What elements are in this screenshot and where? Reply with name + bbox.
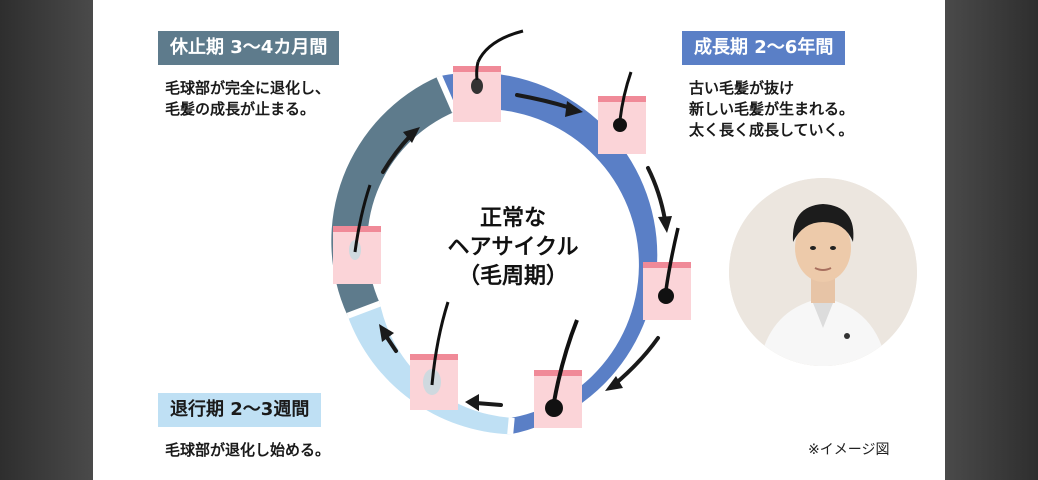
follicle-1 [453, 29, 524, 122]
follicle-6 [333, 184, 381, 284]
resting-phase-label: 休止期 3〜4カ月間 [158, 31, 340, 65]
left-dark-border [0, 0, 93, 480]
arrow-2 [646, 166, 667, 222]
center-title: 正常な ヘアサイクル （毛周期） [447, 206, 579, 289]
growth-phase-desc: 古い毛髪が抜け 新しい毛髪が生まれる。 太く長く成長していく。 [689, 79, 855, 139]
growth-ring-segment [439, 72, 658, 435]
hair-cycle-ring [331, 29, 691, 435]
follicle-4 [534, 319, 582, 428]
presenter-photo [729, 178, 917, 366]
growth-phase-label: 成長期 2〜6年間 [682, 31, 846, 65]
follicle-3 [643, 227, 691, 320]
resting-phase-desc: 毛球部が完全に退化し、 毛髪の成長が止まる。 [165, 79, 331, 118]
arrow-5 [384, 334, 398, 353]
arrow-4 [474, 401, 503, 407]
follicle-5 [410, 301, 458, 410]
right-dark-border [945, 0, 1038, 480]
regression-phase-desc: 毛球部が退化し始める。 [165, 441, 331, 459]
slide-panel: 休止期 3〜4カ月間 毛球部が完全に退化し、 毛髪の成長が止まる。 成長期 2〜… [93, 0, 945, 480]
arrow-3 [613, 336, 660, 386]
follicle-2 [598, 71, 646, 154]
regression-phase-label: 退行期 2〜3週間 [158, 393, 322, 427]
image-note: ※イメージ図 [808, 442, 890, 458]
